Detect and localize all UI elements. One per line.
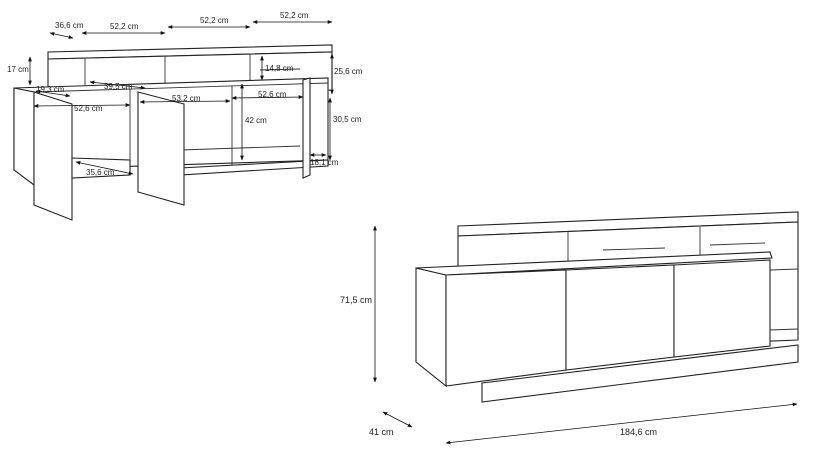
label-inner-width-3: 52,6 cm	[258, 90, 287, 99]
label-width-2: 52,2 cm	[200, 16, 229, 25]
label-upper-shelf-height: 25,6 cm	[334, 67, 363, 76]
label-total-width: 184,6 cm	[620, 427, 657, 437]
label-step-height: 17 cm	[7, 65, 29, 74]
label-total-depth: 41 cm	[369, 427, 394, 437]
label-width-3: 52,2 cm	[280, 11, 309, 20]
main-dimension-lines	[373, 225, 798, 445]
label-base-depth: 35,6 cm	[86, 168, 115, 177]
label-total-height: 71,5 cm	[340, 295, 372, 305]
small-dimension-labels: 36,6 cm 52,2 cm 52,2 cm 52,2 cm 17 cm 25…	[7, 11, 363, 177]
main-plinth	[481, 344, 799, 403]
label-inner-width-2: 53,2 cm	[172, 94, 201, 103]
main-door-left	[445, 269, 567, 387]
main-door-middle	[565, 264, 675, 371]
small-dimension-lines	[28, 20, 334, 175]
label-depth-top: 36,6 cm	[55, 21, 84, 30]
label-inner-height: 42 cm	[245, 116, 267, 125]
label-side-height: 30,5 cm	[333, 115, 362, 124]
main-door-right	[673, 259, 771, 358]
door-middle-open	[137, 91, 185, 206]
closed-cabinet-drawing	[415, 211, 799, 403]
label-inner-depth-1: 39,5 cm	[104, 82, 133, 91]
label-inner-width-1: 52,6 cm	[74, 104, 103, 113]
label-small-shelf-height: 14,8 cm	[265, 64, 294, 73]
door-left-open	[33, 91, 73, 221]
main-dimension-labels: 71,5 cm 41 cm 184,6 cm	[340, 295, 657, 437]
label-side-depth: 19,3 cm	[36, 85, 65, 94]
main-left-side	[415, 267, 447, 388]
door-right-open	[302, 77, 311, 179]
label-width-1: 52,2 cm	[110, 22, 139, 31]
label-plinth-height: 18,1 cm	[310, 158, 339, 167]
